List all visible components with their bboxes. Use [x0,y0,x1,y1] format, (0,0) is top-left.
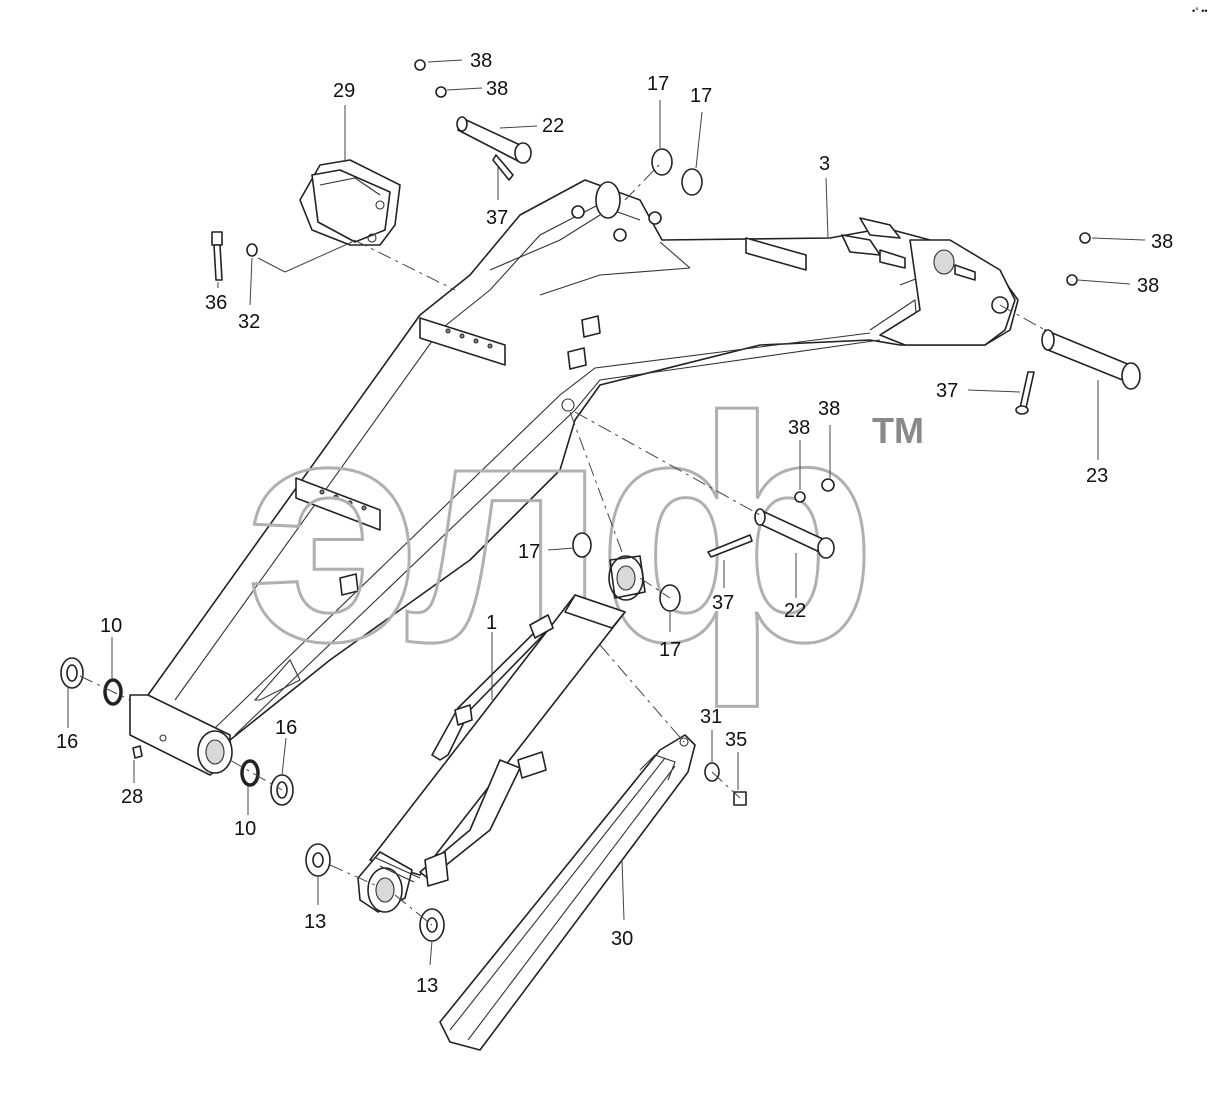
callout-31: 31 [700,706,722,728]
hydraulic-cylinder [357,555,646,913]
callout-16: 16 [275,717,297,739]
callout-36: 36 [205,292,227,314]
callout-38: 38 [470,50,492,72]
callout-13: 13 [304,911,326,933]
callout-23: 23 [1086,465,1108,487]
callout-10: 10 [100,615,122,637]
cylinder-guard [439,734,696,1051]
callout-38: 38 [788,417,810,439]
callout-1: 1 [486,612,497,634]
boom [129,179,1019,776]
hardware [60,59,1141,942]
callout-28: 28 [121,786,143,808]
callout-32: 32 [238,311,260,333]
callout-16: 16 [56,731,78,753]
callouts: 38 38 22 37 17 17 29 3 36 32 38 38 23 37… [56,50,1173,997]
callout-22: 22 [784,600,806,622]
callout-37: 37 [936,380,958,402]
guard-bracket [299,159,401,246]
callout-35: 35 [725,729,747,751]
callout-29: 29 [333,80,355,102]
callout-38: 38 [1137,275,1159,297]
callout-38: 38 [486,78,508,100]
callout-17: 17 [647,73,669,95]
watermark-trademark: TM [872,410,924,451]
callout-37: 37 [486,207,508,229]
callout-10: 10 [234,818,256,840]
callout-38: 38 [818,398,840,420]
callout-37: 37 [712,592,734,614]
callout-13: 13 [416,975,438,997]
callout-30: 30 [611,928,633,950]
leader-lines [67,59,1146,966]
callout-3: 3 [819,153,830,175]
callout-38: 38 [1151,231,1173,253]
callout-17: 17 [518,541,540,563]
callout-17: 17 [659,639,681,661]
corner-mark: •° •• [1192,6,1208,16]
callout-22: 22 [542,115,564,137]
callout-17: 17 [690,85,712,107]
